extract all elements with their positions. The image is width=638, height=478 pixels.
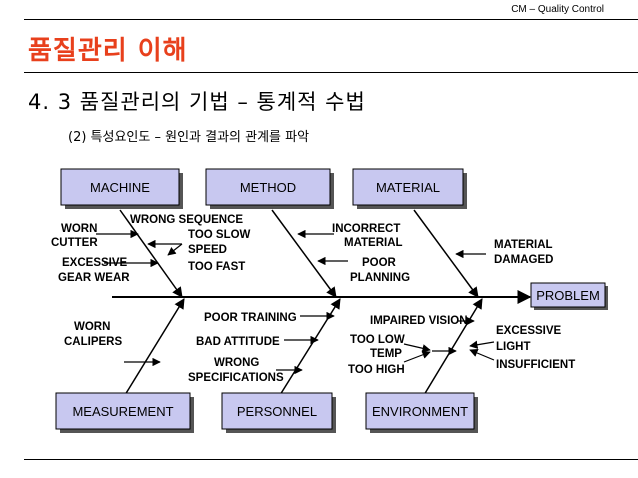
cause-arrow-too-low — [403, 343, 431, 353]
cause-label: INSUFFICIENT — [496, 359, 575, 371]
category-material-label: MATERIAL — [376, 180, 440, 195]
category-measurement-label: MEASUREMENT — [72, 404, 173, 419]
cause-label: WORN — [61, 223, 97, 235]
bottom-rule — [24, 459, 638, 460]
category-machine-label: MACHINE — [90, 180, 150, 195]
page-title: 품질관리 이해 — [28, 36, 188, 66]
top-rule — [24, 19, 638, 20]
bone-machine — [119, 209, 183, 298]
bone-environment — [423, 298, 483, 396]
effect-problem: PROBLEM — [530, 282, 608, 310]
cause-label: CALIPERS — [64, 336, 122, 348]
bone-measurement — [124, 298, 185, 396]
cause-label: TOO HIGH — [348, 364, 405, 376]
cause-label: EXCESSIVE — [62, 257, 128, 269]
cause-label: DAMAGED — [494, 254, 553, 266]
cause-label: TOO SLOW — [188, 229, 251, 241]
title-rule — [24, 72, 638, 73]
cause-label: CUTTER — [51, 237, 98, 249]
header-label: CM – Quality Control — [511, 4, 604, 15]
effect-problem-label: PROBLEM — [536, 288, 600, 303]
bone-material — [413, 209, 479, 298]
cause-label: SPEED — [188, 244, 227, 256]
category-method-label: METHOD — [240, 180, 296, 195]
cause-label: MATERIAL — [494, 239, 553, 251]
section-heading: 4. 3 품질관리의 기법 – 통계적 수법 — [28, 90, 366, 114]
cause-label: LIGHT — [496, 341, 531, 353]
cause-label: SPECIFICATIONS — [188, 372, 284, 384]
cause-label: POOR — [362, 257, 397, 269]
cause-arrow-excessive-light — [469, 340, 495, 349]
category-machine: MACHINE — [60, 168, 183, 209]
cause-label: TOO FAST — [188, 261, 245, 273]
cause-arrow-too-fast — [167, 243, 183, 256]
cause-label: WRONG — [214, 357, 259, 369]
cause-label: TEMP — [370, 348, 402, 360]
cause-label: WORN — [74, 321, 110, 333]
cause-label: GEAR WEAR — [58, 272, 130, 284]
cause-label: TOO LOW — [350, 334, 405, 346]
category-personnel: PERSONNEL — [221, 392, 336, 433]
bone-method — [271, 209, 337, 298]
category-method: METHOD — [205, 168, 334, 209]
category-environment-label: ENVIRONMENT — [372, 404, 468, 419]
cause-label: IMPAIRED VISION — [370, 315, 468, 327]
category-measurement: MEASUREMENT — [55, 392, 194, 433]
cause-label: WRONG SEQUENCE — [130, 214, 243, 226]
cause-label: MATERIAL — [344, 237, 403, 249]
category-material: MATERIAL — [352, 168, 467, 209]
cause-label: PLANNING — [350, 272, 410, 284]
cause-label: EXCESSIVE — [496, 325, 562, 337]
subsection-heading: (2) 특성요인도 – 원인과 결과의 관계를 파악 — [68, 130, 310, 145]
cause-label: BAD ATTITUDE — [196, 336, 280, 348]
cause-arrow-insufficient — [469, 349, 495, 361]
category-environment: ENVIRONMENT — [365, 392, 478, 433]
cause-arrow-too-high — [403, 350, 431, 363]
cause-label: POOR TRAINING — [204, 312, 297, 324]
cause-label: INCORRECT — [332, 223, 400, 235]
category-personnel-label: PERSONNEL — [237, 404, 317, 419]
